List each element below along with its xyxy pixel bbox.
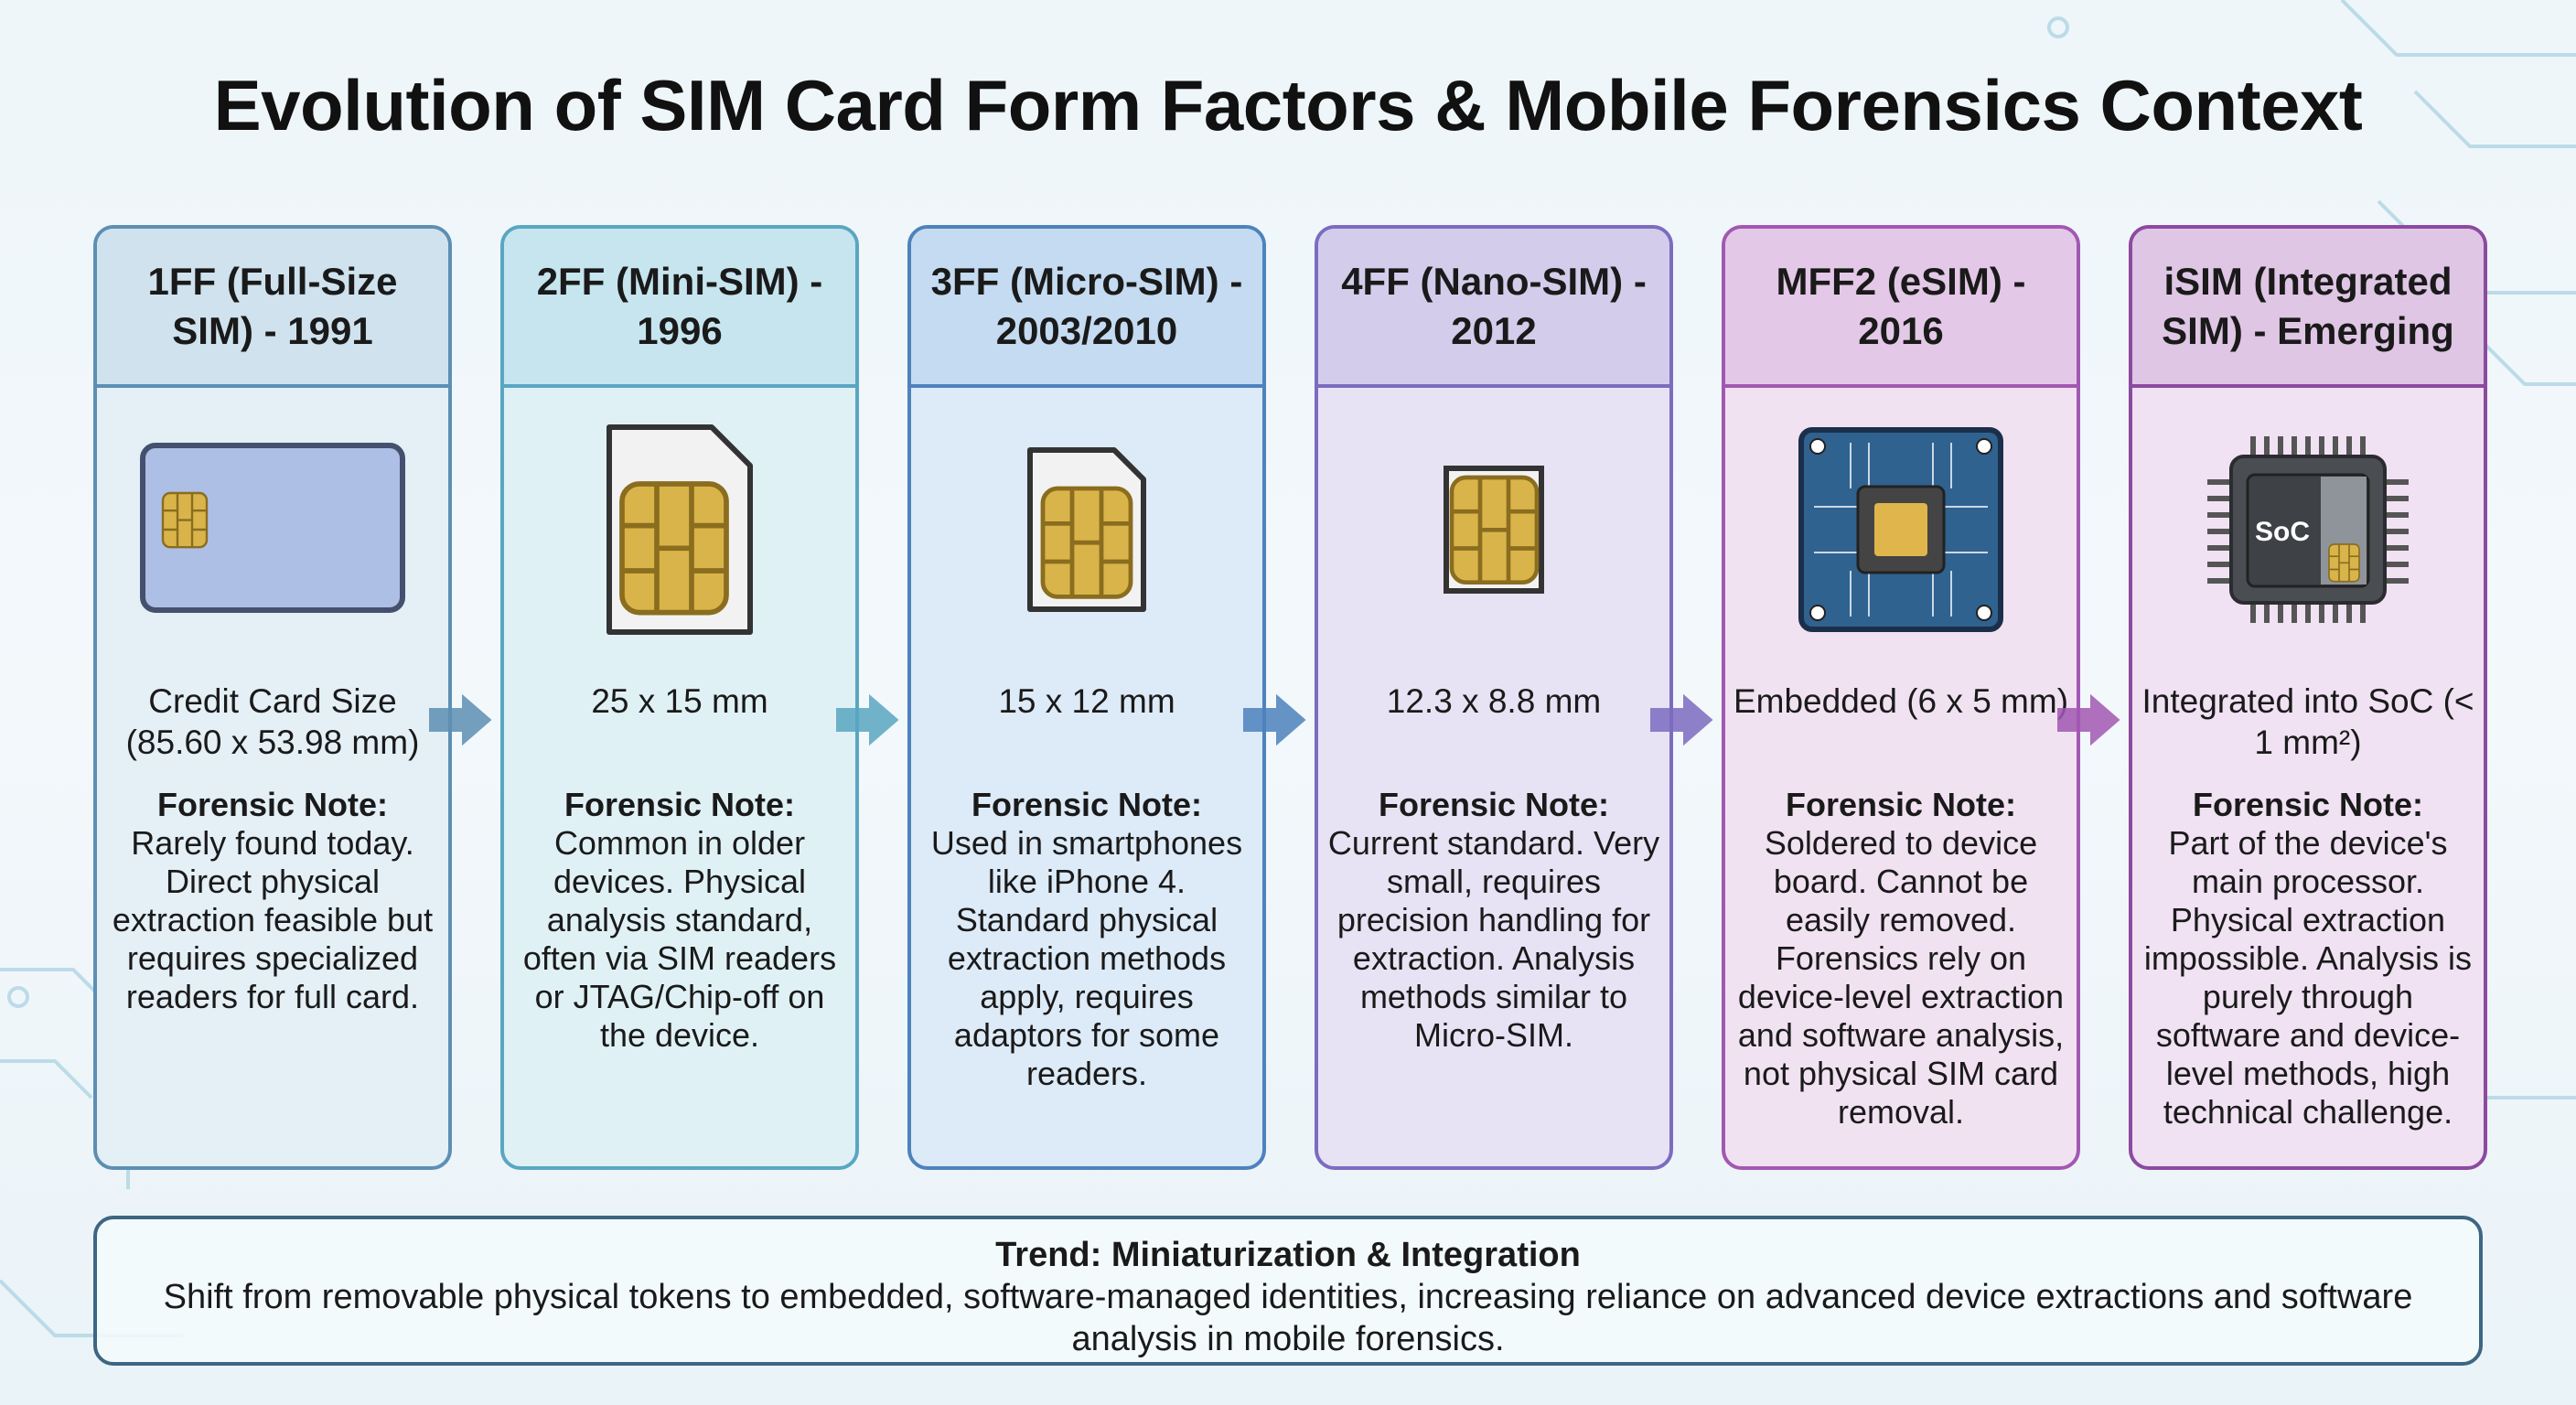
esim-chip-icon (1725, 388, 2077, 671)
forensic-note-text: Current standard. Very small, requires p… (1327, 824, 1660, 1054)
card-size: 25 x 15 mm (591, 682, 768, 720)
trend-title: Trend: Miniaturization & Integration (995, 1236, 1581, 1274)
card-title: 2FF (Mini-SIM) - 1996 (504, 229, 855, 388)
forensic-note: Forensic Note:Current standard. Very sma… (1318, 786, 1669, 1055)
sim-card-panel: 1FF (Full-Size SIM) - 1991 Credit Card S… (93, 225, 452, 1170)
soc-chip-icon: SoC (2132, 388, 2484, 671)
card-title: iSIM (Integrated SIM) - Emerging (2132, 229, 2484, 388)
arrow-right-icon (429, 693, 492, 746)
arrow-right-icon (2057, 693, 2120, 746)
soc-label: SoC (2255, 517, 2310, 547)
sim-card-panel: iSIM (Integrated SIM) - Emerging SoC Int… (2129, 225, 2487, 1170)
trend-text: Shift from removable physical tokens to … (163, 1278, 2413, 1358)
forensic-note-label: Forensic Note: (156, 786, 389, 823)
card-title: 1FF (Full-Size SIM) - 1991 (97, 229, 448, 388)
nano-sim-icon (1318, 388, 1669, 671)
sim-card-panel: 4FF (Nano-SIM) - 2012 12.3 x 8.8 mm Fore… (1315, 225, 1673, 1170)
arrow-right-icon (836, 693, 899, 746)
forensic-note: Forensic Note:Rarely found today. Direct… (97, 786, 448, 1016)
card-size: 15 x 12 mm (998, 682, 1175, 720)
card-title: 3FF (Micro-SIM) - 2003/2010 (911, 229, 1262, 388)
sim-card-panel: 3FF (Micro-SIM) - 2003/2010 15 x 12 mm F… (907, 225, 1266, 1170)
micro-sim-icon (911, 388, 1262, 671)
forensic-note: Forensic Note:Common in older devices. P… (504, 786, 855, 1055)
card-size: Credit Card Size (85.60 x 53.98 mm) (125, 682, 420, 761)
card-size: 12.3 x 8.8 mm (1386, 682, 1602, 720)
sim-card-panel: MFF2 (eSIM) - 2016 Embedded (6 x 5 mm) F… (1722, 225, 2080, 1170)
forensic-note: Forensic Note:Used in smartphones like i… (911, 786, 1262, 1093)
forensic-note-label: Forensic Note: (564, 786, 796, 823)
sim-card-panel: 2FF (Mini-SIM) - 1996 25 x 15 mm Forensi… (500, 225, 859, 1170)
forensic-note-text: Common in older devices. Physical analys… (522, 824, 837, 1054)
card-title: MFF2 (eSIM) - 2016 (1725, 229, 2077, 388)
forensic-note-label: Forensic Note: (2192, 786, 2424, 823)
arrow-right-icon (1650, 693, 1713, 746)
full-size-sim-icon (97, 388, 448, 671)
page-title: Evolution of SIM Card Form Factors & Mob… (213, 65, 2363, 145)
forensic-note: Forensic Note:Soldered to device board. … (1725, 786, 2077, 1132)
forensic-note-label: Forensic Note: (1378, 786, 1610, 823)
arrow-right-icon (1243, 693, 1306, 746)
forensic-note-text: Used in smartphones like iPhone 4. Stand… (930, 824, 1243, 1092)
card-size: Embedded (6 x 5 mm) (1733, 682, 2069, 720)
forensic-note-text: Part of the device's main processor. Phy… (2143, 824, 2473, 1131)
mini-sim-icon (504, 388, 855, 671)
forensic-note: Forensic Note:Part of the device's main … (2132, 786, 2484, 1132)
card-size: Integrated into SoC (< 1 mm²) (2141, 682, 2474, 761)
trend-box: Trend: Miniaturization & Integration Shi… (93, 1216, 2483, 1366)
forensic-note-text: Soldered to device board. Cannot be easi… (1737, 824, 2065, 1131)
forensic-note-text: Rarely found today. Direct physical extr… (112, 824, 434, 1015)
forensic-note-label: Forensic Note: (971, 786, 1203, 823)
forensic-note-label: Forensic Note: (1785, 786, 2017, 823)
card-title: 4FF (Nano-SIM) - 2012 (1318, 229, 1669, 388)
